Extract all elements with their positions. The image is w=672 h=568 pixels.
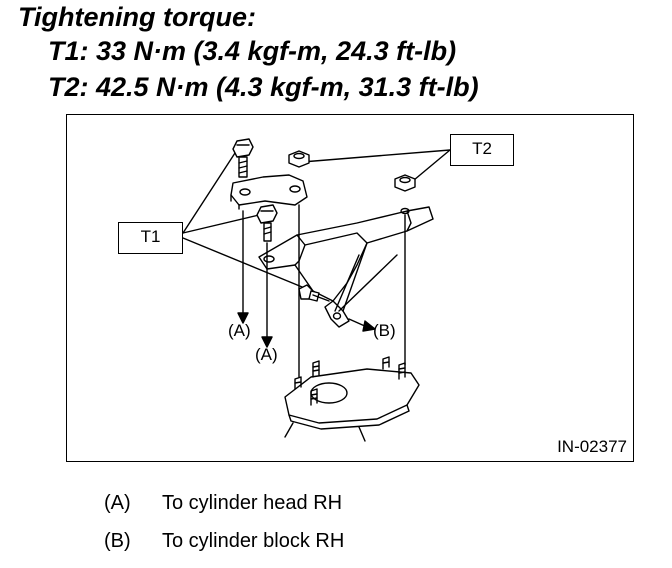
nut-right: [394, 174, 416, 192]
main-bracket: [258, 206, 434, 328]
legend-key: (A): [104, 492, 131, 514]
legend-text: To cylinder block RH: [162, 530, 345, 552]
t1-leader-lines: [182, 152, 308, 290]
figure-code: IN-02377: [557, 437, 627, 456]
bolt-top-left: [232, 138, 254, 178]
bolt-center: [256, 204, 278, 242]
legend-text: To cylinder head RH: [162, 492, 343, 514]
torque-spec-t2: T2: 42.5 N·m (4.3 kgf-m, 31.3 ft-lb): [48, 72, 479, 102]
label-a-center: (A): [255, 345, 278, 364]
diagram-drawing: [182, 138, 451, 442]
base-plate: [284, 356, 420, 442]
upper-plate: [230, 174, 308, 210]
torque-heading: Tightening torque:: [18, 2, 256, 32]
t2-leader-lines: [301, 149, 451, 181]
label-b: (B): [373, 321, 396, 340]
nut-top-center: [288, 150, 310, 168]
callout-t1: T1: [118, 222, 183, 254]
guide-lines: [237, 204, 406, 378]
label-a-left: (A): [228, 321, 251, 340]
torque-spec-t1: T1: 33 N·m (3.4 kgf-m, 24.3 ft-lb): [48, 36, 457, 66]
bolt-horizontal: [298, 284, 330, 302]
callout-t2: T2: [450, 134, 514, 166]
bracket-diagram: T2 T1 (A) (A) (B) IN-02377: [66, 114, 634, 462]
legend-key: (B): [104, 530, 131, 552]
